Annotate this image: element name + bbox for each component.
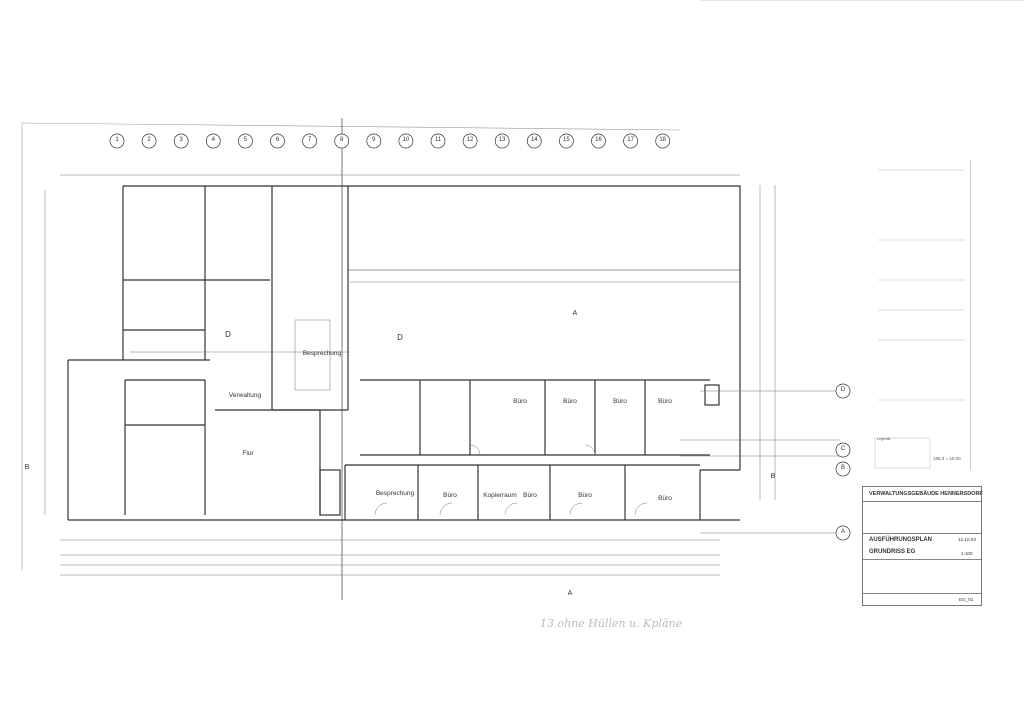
- room-label: Büro: [658, 398, 672, 405]
- room-label: Verwaltung: [228, 392, 262, 399]
- grid-axis-label: 11: [434, 137, 442, 143]
- grid-axis-label: 8: [340, 137, 344, 143]
- grid-axis-bubble: [559, 133, 574, 149]
- grid-row-bubble: [835, 525, 851, 541]
- room-label: Büro: [513, 398, 527, 405]
- grid-axis-label: 18: [659, 137, 667, 143]
- zone-label: D: [397, 333, 403, 342]
- grid-axis-bubble: [238, 133, 253, 149]
- grid-axis-label: 16: [595, 137, 602, 143]
- handwritten-note: 13 ohne Hüllen u. Kpläne: [540, 617, 683, 630]
- room-label: Besprechung: [375, 490, 415, 497]
- grid-axis-label: 17: [627, 137, 634, 143]
- room-label: Büro: [613, 398, 627, 405]
- room-label: Besprechung: [302, 350, 342, 357]
- grid-axis-bubble: [430, 133, 446, 149]
- grid-axis-label: 6: [275, 137, 280, 143]
- legend-title: Legende: [877, 437, 891, 441]
- grid-axis-bubble: [270, 133, 285, 149]
- section-mark-right: B: [770, 473, 776, 480]
- grid-axis-label: 4: [211, 137, 215, 143]
- plan-name: GRUNDRISS EG: [869, 549, 916, 555]
- grid-axis-bubble: [462, 133, 478, 149]
- zone-label: D: [225, 330, 231, 339]
- room-label: Büro: [523, 492, 537, 499]
- grid-row-label: C: [840, 446, 846, 452]
- grid-row-label: B: [840, 465, 846, 471]
- plan-scale: 1:100: [961, 551, 973, 556]
- grid-axis-bubble: [655, 133, 671, 149]
- grid-row-bubble: [835, 442, 851, 458]
- grid-axis-bubble: [526, 133, 542, 149]
- grid-axis-label: 5: [243, 137, 248, 143]
- grid-axis-bubble: [398, 133, 414, 149]
- grid-axis-label: 1: [115, 137, 119, 143]
- grid-axis-label: 14: [530, 137, 538, 143]
- section-mark-left: B: [24, 464, 30, 471]
- elevation-reference: 185,3 = ±0,00: [933, 456, 961, 461]
- grid-axis-bubble: [591, 133, 606, 149]
- grid-axis-bubble: [366, 133, 382, 149]
- grid-axis-label: 7: [307, 137, 312, 143]
- grid-row-bubble: [835, 461, 851, 477]
- grid-axis-label: 15: [563, 137, 570, 143]
- grid-row-label: A: [840, 529, 846, 535]
- grid-axis-bubble: [141, 133, 157, 149]
- room-label: Kopierraum: [483, 492, 517, 499]
- section-mark-top: A: [572, 310, 578, 317]
- room-label: Büro: [563, 398, 577, 405]
- grid-axis-label: 13: [498, 137, 506, 143]
- grid-axis-bubble: [494, 133, 510, 149]
- grid-axis-label: 3: [179, 137, 183, 143]
- grid-axis-label: 12: [466, 137, 474, 143]
- grid-axis-bubble: [109, 133, 125, 149]
- plan-type: AUSFÜHRUNGSPLAN: [869, 537, 932, 543]
- section-mark-bottom: A: [567, 590, 573, 597]
- room-label: Flur: [242, 450, 254, 457]
- grid-axis-bubble: [334, 133, 350, 149]
- grid-axis-label: 10: [402, 137, 410, 143]
- project-name: VERWALTUNGSGEBÄUDE HENNERSDORF: [869, 491, 983, 497]
- grid-row-label: D: [840, 387, 846, 393]
- room-label: Büro: [443, 492, 457, 499]
- grid-axis-label: 9: [372, 137, 376, 143]
- grid-axis-bubble: [173, 133, 189, 149]
- grid-axis-label: 2: [147, 137, 151, 143]
- title-block: VERWALTUNGSGEBÄUDE HENNERSDORF AUSFÜHRUN…: [862, 486, 983, 606]
- grid-axis-bubble: [302, 133, 317, 149]
- plan-number: EG_01: [959, 597, 974, 602]
- grid-row-bubble: [835, 383, 851, 399]
- room-label: Büro: [658, 495, 672, 502]
- grid-axis-bubble: [205, 133, 221, 149]
- legend-block: Legende 185,3 = ±0,00: [875, 160, 971, 470]
- grid-axis-bubble: [623, 133, 638, 149]
- room-label: Büro: [578, 492, 592, 499]
- plan-date: 12.10.03: [958, 537, 976, 542]
